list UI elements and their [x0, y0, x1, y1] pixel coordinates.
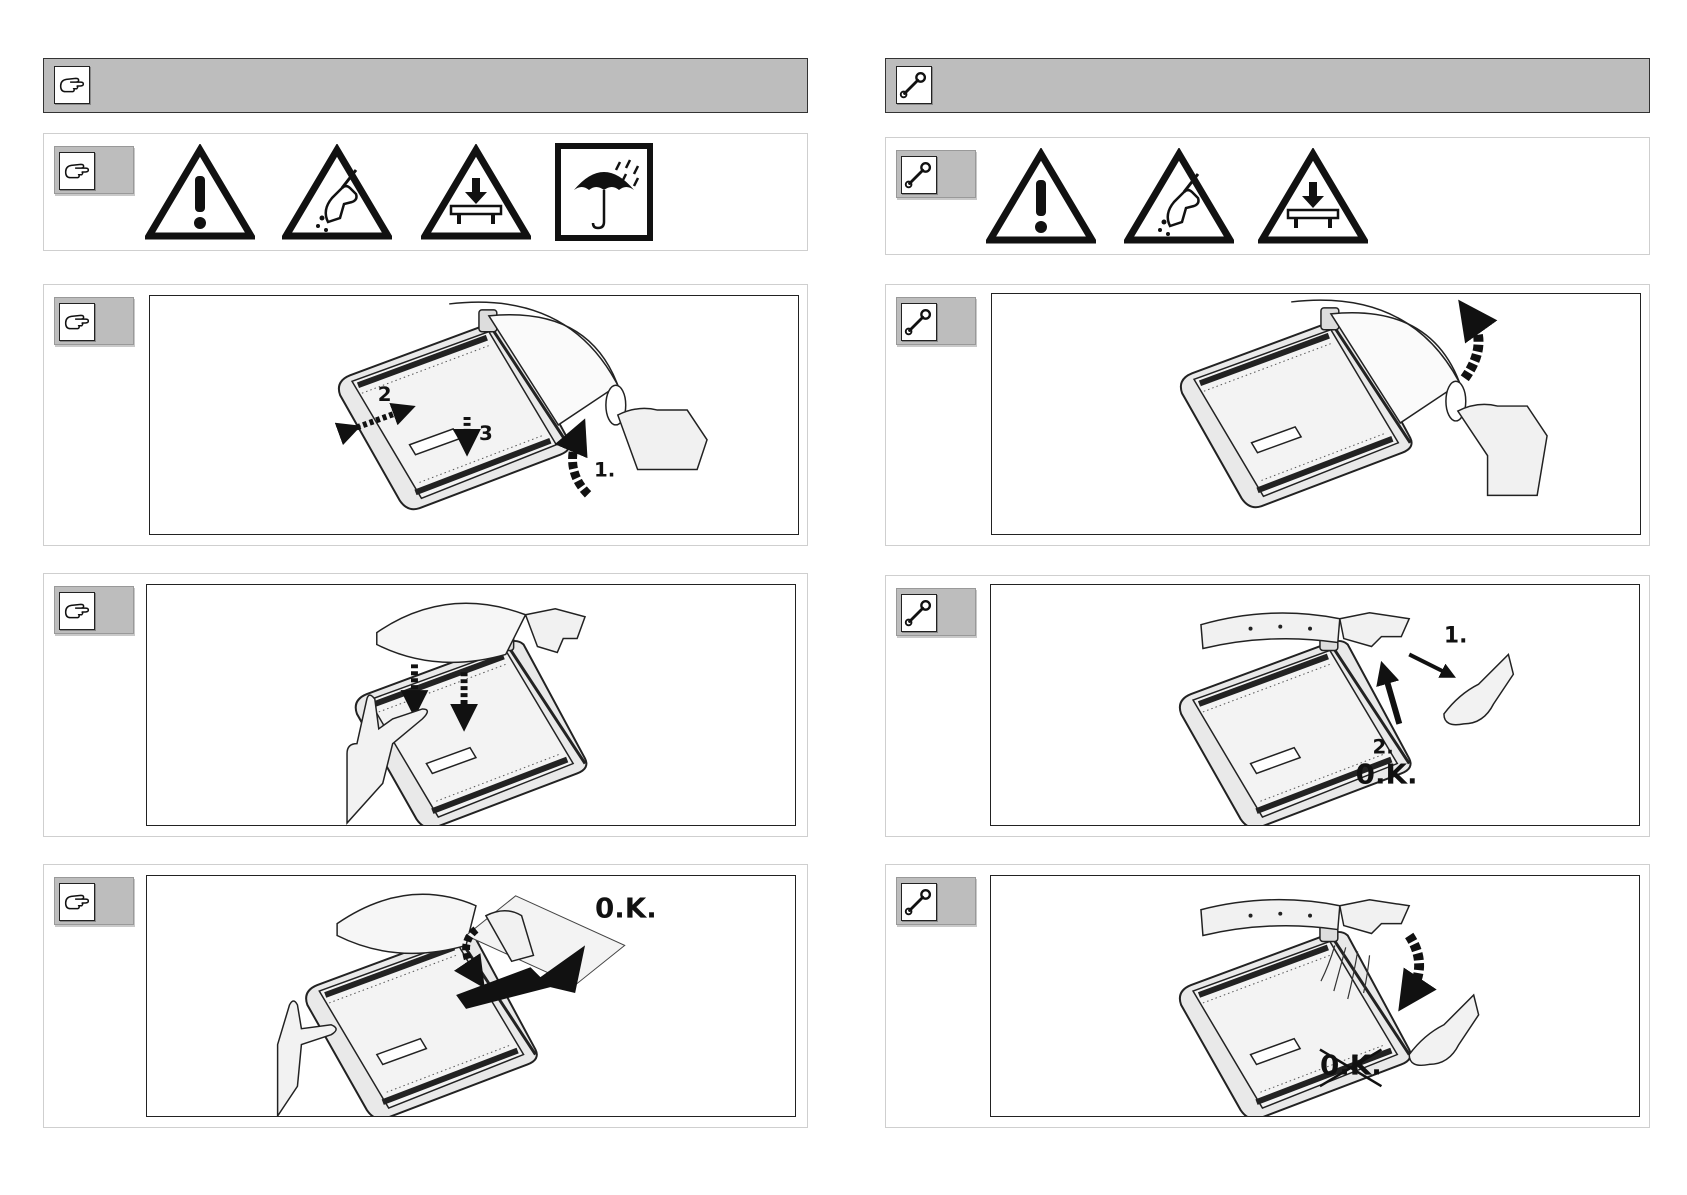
left-column: 2 3 1.: [43, 0, 808, 1195]
step-2-panel: 1. 2. 0.K.: [885, 575, 1650, 837]
hand-icon: [59, 592, 95, 630]
keep-dry-umbrella-icon: [554, 142, 654, 242]
hand-icon: [59, 152, 95, 190]
step-3-illustration: 0.K.: [146, 875, 796, 1117]
maintenance-header-bar: [885, 58, 1650, 113]
section-tab: [54, 146, 134, 194]
wrench-icon: [901, 156, 937, 194]
hand-icon: [59, 883, 95, 921]
operation-header-bar: [43, 58, 808, 113]
step-2-illustration: 1. 2. 0.K.: [990, 584, 1640, 826]
label-step-2: 2.: [1373, 736, 1394, 759]
step-2-panel: [43, 573, 808, 837]
label-press-3: 3: [479, 422, 493, 445]
step-1-illustration: 2 3 1.: [149, 295, 799, 535]
right-column: 1. 2. 0.K. 0.K.: [885, 0, 1650, 1195]
wrench-icon: [896, 66, 932, 104]
wrench-icon: [901, 883, 937, 921]
section-tab: [896, 877, 976, 925]
hand-injury-warning-icon: [1124, 148, 1234, 246]
step-3-illustration: 0.K.: [990, 875, 1640, 1117]
crush-warning-icon: [421, 144, 531, 242]
section-tab: [896, 588, 976, 636]
wrench-icon: [901, 594, 937, 632]
step-1-panel: 2 3 1.: [43, 284, 808, 546]
hand-icon: [59, 303, 95, 341]
label-lift-1: 1.: [594, 458, 615, 481]
label-not-ok: 0.K.: [1320, 1048, 1382, 1081]
section-tab: [54, 297, 134, 345]
step-2-illustration: [146, 584, 796, 826]
label-slide-2: 2: [378, 383, 392, 406]
label-ok: 0.K.: [595, 892, 657, 925]
caution-exclamation-icon: [145, 144, 255, 242]
step-1-panel: [885, 284, 1650, 546]
caution-exclamation-icon: [986, 148, 1096, 246]
label-step-1: 1.: [1444, 624, 1467, 649]
section-tab: [54, 586, 134, 634]
section-tab: [54, 877, 134, 925]
section-tab: [896, 150, 976, 198]
wrench-icon: [901, 303, 937, 341]
section-tab: [896, 297, 976, 345]
hand-icon: [54, 66, 90, 104]
safety-warnings-panel: [885, 137, 1650, 255]
safety-warnings-panel: [43, 133, 808, 251]
hand-injury-warning-icon: [282, 144, 392, 242]
label-ok: 0.K.: [1356, 757, 1418, 790]
step-3-panel: 0.K.: [885, 864, 1650, 1128]
crush-warning-icon: [1258, 148, 1368, 246]
step-1-illustration: [991, 293, 1641, 535]
step-3-panel: 0.K.: [43, 864, 808, 1128]
